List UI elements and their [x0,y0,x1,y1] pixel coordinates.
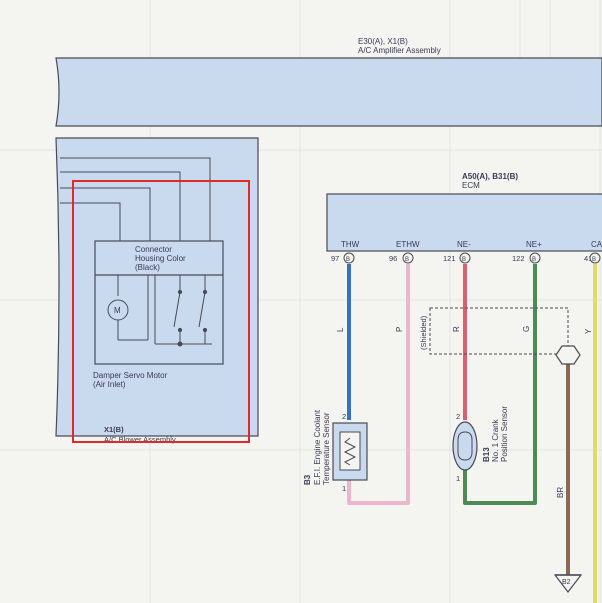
pin-signal-ne-minus: NE- [457,240,471,249]
sensor-b13-pin-bottom: 1 [456,474,460,483]
pin-number-122: 122 [512,254,525,263]
pin-conn-b5: B [592,257,596,263]
wire-p [347,264,410,505]
pin-conn-b4: B [532,257,536,263]
thermistor-zigzag-icon [343,437,357,466]
wire-code-p: P [395,327,404,332]
ecm-code: A50(A), B31(B) [462,172,518,181]
sensor-b13-code: B13 [482,447,491,462]
amplifier-name: A/C Amplifier Assembly [358,46,441,55]
sensor-b13-pin-top: 2 [456,412,460,421]
damper-label: Damper Servo Motor [93,371,168,380]
pin-connectors [343,252,601,264]
pin-signal-ne-plus: NE+ [526,240,542,249]
sensor-b13-body [452,421,478,471]
wire-code-y: Y [584,328,593,334]
pin-signal-thw: THW [341,240,360,249]
amplifier-code: E30(A), X1(B) [358,37,408,46]
wire-code-g: G [522,326,531,332]
ground-code: B2 [562,579,571,586]
pin-number-96: 96 [389,254,397,263]
pin-signal-ca: CA [591,240,602,249]
sensor-b3-code: B3 [303,474,312,485]
wire-g [463,264,537,505]
motor-label: M [114,306,121,315]
blower-name: A/C Blower Assembly [104,435,176,444]
wire-code-r: R [452,326,461,332]
sensor-b13-line2: Position Sensor [500,406,509,462]
pin-conn-b3: B [462,257,466,263]
blower-code: X1(B) [104,425,124,434]
pin-number-41: 41 [584,254,592,263]
wires [347,264,597,603]
ecm-name: ECM [462,181,480,190]
connector-housing-color-value: (Black) [135,263,160,272]
sensor-b3-line1: E.F.I. Engine Coolant [313,409,322,485]
pin-conn-b2: B [405,257,409,263]
connector-title: Connector [135,245,172,254]
connector-housing-color-label: Housing Color [135,254,186,263]
sensor-b3-line2: Temperature Sensor [322,412,331,485]
pin-conn-b1: B [346,257,350,263]
sensor-b3-pin-bottom: 1 [342,484,346,493]
ecm-body [326,193,602,252]
shield-box [429,307,569,355]
sensor-b3-pin-top: 2 [342,412,346,421]
motor-symbol [107,275,149,341]
limit-switches [154,275,212,347]
blower-internal-wires [60,157,211,241]
highlight-box [72,180,250,443]
pin-signal-ethw: ETHW [396,240,420,249]
shield-junction [555,345,581,365]
sensor-b13-line1: No. 1 Crank [491,418,500,462]
damper-sublabel: (Air Inlet) [93,380,126,389]
pin-number-121: 121 [443,254,456,263]
wire-code-br: BR [556,487,565,498]
thermistor-icon [339,431,361,471]
shielded-label: (Shielded) [419,315,428,350]
coil-icon [457,431,473,461]
pin-number-97: 97 [331,254,339,263]
wire-code-l: L [336,327,345,332]
amplifier-body [55,57,602,127]
